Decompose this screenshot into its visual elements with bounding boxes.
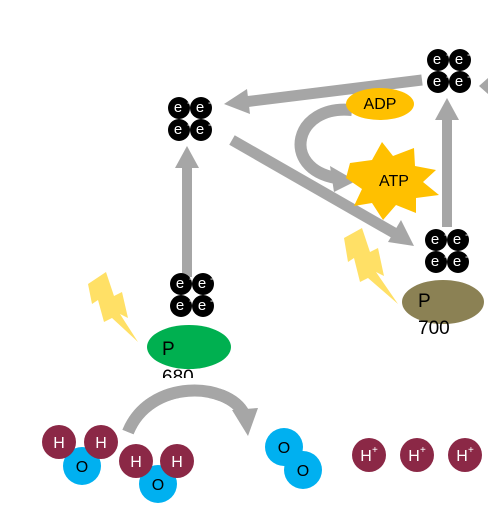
electron-label: e	[453, 231, 461, 248]
electron-cluster-top-left: e e e e - - - -	[168, 97, 212, 141]
adp-atp-curved-arrow-head	[330, 166, 356, 192]
oxygen-molecule: O O	[265, 428, 322, 489]
electron-charge: -	[187, 119, 191, 131]
electron-label: e	[431, 253, 439, 270]
water-molecule-2: O H H	[119, 444, 194, 503]
water-splitting-curved-arrow-overlay	[122, 384, 250, 435]
electron-charge: -	[208, 97, 212, 109]
p680-photosystem	[147, 325, 231, 369]
adp-oval	[346, 88, 414, 120]
electron-cluster-top-right: e e e e - - - -	[427, 49, 471, 93]
hydrogen-atom	[42, 425, 76, 459]
arrow-top-right-to-top-left-head	[224, 89, 250, 114]
arrow-p680-to-electrons-shaft	[182, 165, 192, 277]
hydrogen-atom	[119, 444, 153, 478]
hydrogen-label: H	[171, 454, 183, 471]
electron-label: e	[198, 275, 206, 292]
electron-label: e	[198, 297, 206, 314]
electron-charge: -	[189, 295, 193, 307]
electron-charge: -	[444, 251, 448, 263]
proton-label: H	[408, 448, 420, 465]
electron-charge: -	[446, 71, 450, 83]
oxygen-label: O	[76, 459, 88, 476]
arrow-p680-to-electrons-head	[175, 146, 199, 168]
p700-photosystem	[402, 280, 484, 324]
p700-letter: P	[418, 291, 431, 312]
electron-label: e	[453, 253, 461, 270]
electron-charge: -	[187, 97, 191, 109]
electron-label: e	[176, 275, 184, 292]
proton-charge: +	[468, 445, 474, 456]
electron-label: e	[431, 231, 439, 248]
proton-charge: +	[372, 445, 378, 456]
electron-label: e	[196, 99, 204, 116]
oxygen-label: O	[152, 477, 164, 494]
electron-charge: -	[467, 49, 471, 61]
adp-atp-curved-arrow	[294, 103, 353, 184]
water-molecule-1: O H H	[42, 425, 118, 485]
oxygen-label: O	[297, 463, 309, 480]
adp-label: ADP	[364, 96, 397, 113]
oxygen-label: O	[278, 440, 290, 457]
electron-charge: -	[465, 229, 469, 241]
electron-charge: -	[210, 295, 214, 307]
oxygen-atom	[63, 447, 101, 485]
proton-charge: +	[420, 445, 426, 456]
proton-3: H +	[448, 438, 482, 472]
electron-label: e	[433, 51, 441, 68]
electron-charge: -	[446, 49, 450, 61]
electron-cluster-p700: e e e e - - - -	[425, 229, 469, 273]
hydrogen-atom	[84, 425, 118, 459]
electron-label: e	[455, 51, 463, 68]
proton-label: H	[456, 448, 468, 465]
proton-1: H +	[352, 438, 386, 472]
hydrogen-label: H	[130, 454, 142, 471]
electron-label: e	[433, 73, 441, 90]
electron-charge: -	[467, 71, 471, 83]
electron-charge: -	[444, 229, 448, 241]
arrow-top-left-to-p700-head	[388, 220, 414, 246]
electron-label: e	[455, 73, 463, 90]
atp-label: ATP	[379, 173, 409, 190]
electron-label: e	[174, 99, 182, 116]
lightning-icon-p680	[88, 272, 138, 342]
hydrogen-label: H	[95, 435, 107, 452]
electron-charge: -	[210, 273, 214, 285]
electron-label: e	[196, 121, 204, 138]
hydrogen-label: H	[53, 435, 65, 452]
atp-starburst	[346, 142, 439, 220]
electron-cluster-p680: e e e e - - - -	[170, 273, 214, 317]
arrow-p700-to-top-electrons-head	[435, 98, 459, 120]
proton-2: H +	[400, 438, 434, 472]
arrow-offscreen-tip	[479, 78, 488, 94]
electron-charge: -	[189, 273, 193, 285]
electron-label: e	[174, 121, 182, 138]
lightning-icon-p700	[344, 228, 398, 304]
oxygen-atom	[284, 451, 322, 489]
proton-label: H	[360, 448, 372, 465]
electron-label: e	[176, 297, 184, 314]
hydrogen-atom	[160, 444, 194, 478]
p700-number: 700	[418, 318, 450, 339]
arrow-p700-to-top-electrons-shaft	[442, 117, 452, 227]
arrow-top-left-to-p700-shaft	[229, 135, 399, 239]
electron-charge: -	[465, 251, 469, 263]
arrow-top-right-to-top-left-shaft	[243, 74, 423, 108]
p680-letter: P	[162, 339, 175, 360]
electron-charge: -	[208, 119, 212, 131]
